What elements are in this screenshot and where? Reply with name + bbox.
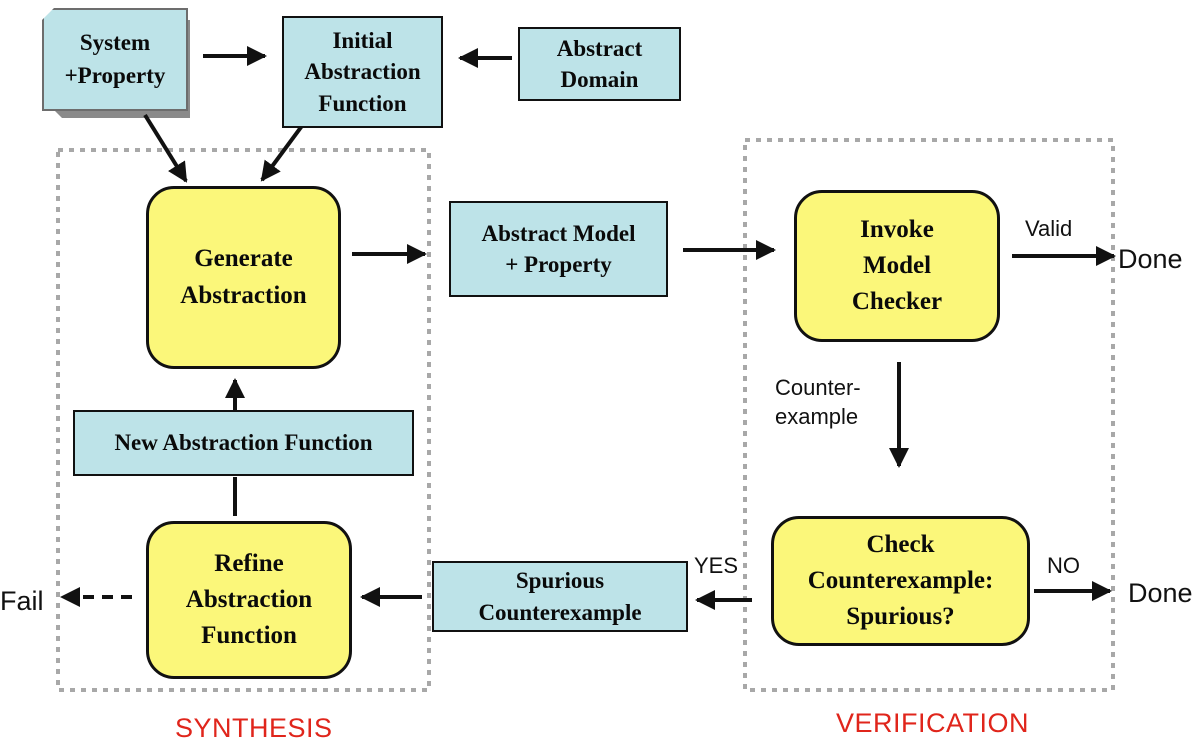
spurious-counterexample-node: Spurious Counterexample bbox=[432, 561, 688, 632]
abstract-model-property-node: Abstract Model + Property bbox=[449, 201, 668, 297]
edge-label-no: NO bbox=[1047, 553, 1080, 578]
check-counterexample-node: Check Counterexample: Spurious? bbox=[771, 516, 1030, 646]
verification-region-label: VERIFICATION bbox=[836, 708, 1030, 738]
edge-label-valid: Valid bbox=[1025, 216, 1073, 241]
invoke-model-checker-node: Invoke Model Checker bbox=[794, 190, 1000, 342]
synthesis-region bbox=[56, 148, 431, 692]
terminal-done-valid: Done bbox=[1118, 244, 1183, 274]
terminal-fail: Fail bbox=[0, 586, 44, 616]
edge-label-yes: YES bbox=[694, 553, 739, 578]
synthesis-region-label: SYNTHESIS bbox=[175, 713, 333, 743]
generate-abstraction-node: Generate Abstraction bbox=[146, 186, 341, 369]
edge-label-counterexample: Counter- example bbox=[775, 375, 861, 429]
abstract-domain-node: Abstract Domain bbox=[518, 27, 681, 101]
document-fold-corner bbox=[42, 8, 188, 111]
terminal-done-no: Done bbox=[1128, 578, 1193, 608]
new-abstraction-function-node: New Abstraction Function bbox=[73, 410, 414, 476]
system-property-node: System +Property bbox=[42, 8, 188, 111]
verification-region bbox=[743, 138, 1115, 692]
refine-abstraction-function-node: Refine Abstraction Function bbox=[146, 521, 352, 679]
edge-system-to-generate bbox=[143, 113, 188, 183]
initial-abstraction-function-node: Initial Abstraction Function bbox=[282, 16, 443, 128]
